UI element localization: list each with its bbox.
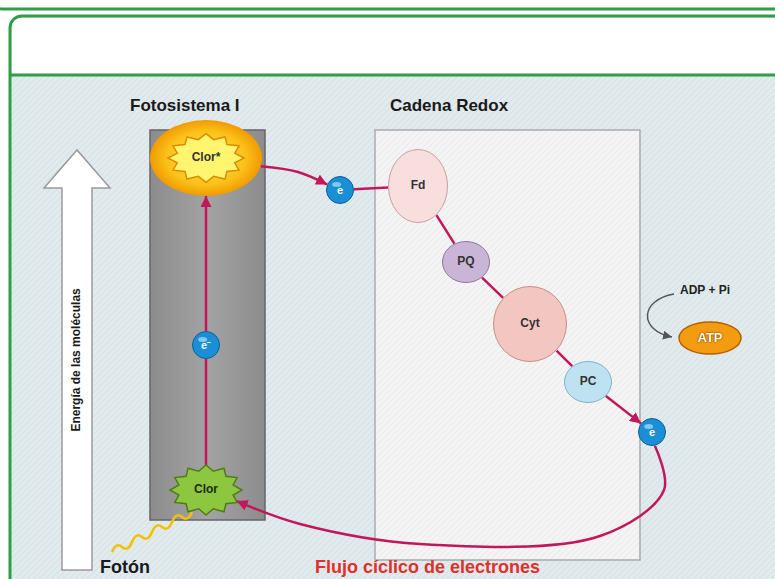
upper-panel-edge: [0, 0, 775, 9]
photon-wave: [112, 512, 192, 552]
ferredoxin-carrier: Fd: [388, 149, 448, 223]
header-rule: [10, 74, 775, 77]
electron-dot: e: [638, 418, 666, 446]
panel-frame: [10, 16, 775, 579]
redox-chain-box: [375, 130, 640, 560]
electron-flow-arrow: [354, 188, 388, 190]
plastocyanin-carrier: PC: [564, 361, 612, 403]
energy-axis-arrow: [44, 150, 110, 570]
electron-flow-arrow: [237, 446, 665, 547]
header-band: [12, 18, 775, 74]
electron-flow-arrow: [205, 359, 208, 467]
photon-label: Fotón: [100, 557, 150, 578]
electron-flow-arrow: [205, 196, 208, 331]
panel-heading: Fotosistema I: [130, 96, 278, 116]
electron-label: e: [649, 426, 655, 439]
photosystem-panel: Fotosistema I Clor* e⁻ Clor: [128, 96, 278, 524]
electron-flow-arrow: [482, 278, 503, 298]
excited-chlorophyll: Clor*: [150, 120, 262, 196]
electron-flow-arrow: [436, 215, 454, 243]
redox-chain-panel: Cadena RedoxFdPQ CytPC: [372, 96, 644, 564]
carrier-label: Cyt: [520, 317, 539, 331]
panel-heading: Cadena Redox: [390, 96, 644, 116]
electron-flow-arrow: [557, 351, 573, 367]
molecule-label: ATP: [697, 331, 722, 346]
carrier-label: Fd: [411, 179, 426, 193]
carrier-label: PQ: [457, 255, 474, 269]
electron-label: e⁻: [201, 339, 211, 352]
cytochrome-carrier: Cyt: [493, 286, 567, 362]
plastoquinone-carrier: PQ: [442, 241, 490, 283]
carrier-label: PC: [580, 375, 597, 389]
axis-label: Energía de las moléculas: [70, 288, 84, 431]
reactant-label: ADP + Pi: [680, 284, 730, 298]
electron-dot: e⁻: [192, 331, 220, 359]
molecule-label: Clor*: [192, 151, 221, 165]
diagram-caption-label: Flujo cíclico de electrones: [315, 557, 540, 578]
atp-molecule: ATP: [678, 321, 742, 355]
electron-flow-arrow: [606, 396, 641, 423]
ground-chlorophyll: Clor: [169, 464, 243, 516]
electron-dot: e: [326, 176, 354, 204]
electron-label: e: [337, 184, 343, 197]
electron-flow-arrow: [261, 166, 327, 184]
phosphorylation-arc: [647, 294, 674, 337]
molecule-label: Clor: [194, 483, 218, 497]
